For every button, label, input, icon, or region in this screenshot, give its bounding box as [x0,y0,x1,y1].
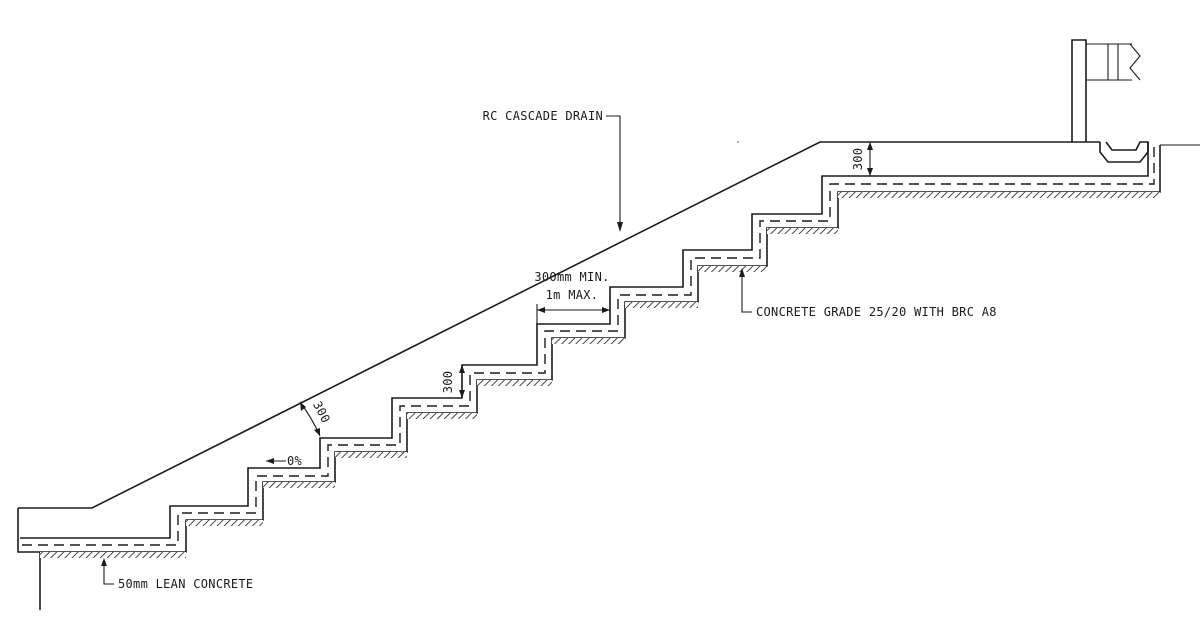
railing-end [1129,43,1141,81]
crest-structure [1071,39,1200,163]
fall-label: 0% [287,454,303,468]
lean-concrete-strip [477,380,552,386]
fall-indicator: 0% [266,454,303,468]
crest-drain [1099,141,1149,163]
rc-cascade-drain-label: RC CASCADE DRAIN [483,109,603,123]
lean-concrete-strip [698,266,767,272]
lean-concrete-strip [552,338,625,344]
lean-concrete-strip [407,413,477,419]
lean-concrete-strip [335,452,407,458]
top-thickness-label: 300 [851,148,865,171]
slope-line [17,508,41,610]
lean-concrete-strip [767,228,838,234]
riser-height-label: 300 [441,371,455,394]
slope-surface [18,141,1100,509]
leader-lean-concrete: 50mm LEAN CONCRETE [101,558,253,591]
lean-concrete-strip [186,520,263,526]
dim-riser: 300 [441,365,465,398]
concrete-grade-label: CONCRETE GRADE 25/20 WITH BRC A8 [756,305,997,319]
step-width-max-label: 1m MAX. [546,288,599,302]
crest-wall [1071,39,1087,142]
leader-rc-cascade-drain: RC CASCADE DRAIN [483,109,623,232]
lean-concrete-strip [40,552,186,558]
dim-step-width: 300mm MIN. 1m MAX. [534,270,611,324]
drain-inner-dashed [22,145,1155,546]
drain-base-profile [40,145,1161,553]
stepped-drain-profile [20,142,1161,558]
leader-concrete-grade: CONCRETE GRADE 25/20 WITH BRC A8 [739,268,997,319]
dim-slab-thickness: 300 [299,399,333,437]
scan-speck [401,451,403,453]
slab-thickness-label: 300 [310,399,333,426]
lean-concrete-strip [625,302,698,308]
scan-speck [737,141,739,143]
lean-concrete-label: 50mm LEAN CONCRETE [118,577,253,591]
lean-concrete-strip [838,192,1160,198]
drain-outer-profile [20,142,1149,539]
lean-concrete-strip [263,482,335,488]
dim-top-thickness: 300 [851,142,873,176]
step-width-min-label: 300mm MIN. [534,270,609,284]
